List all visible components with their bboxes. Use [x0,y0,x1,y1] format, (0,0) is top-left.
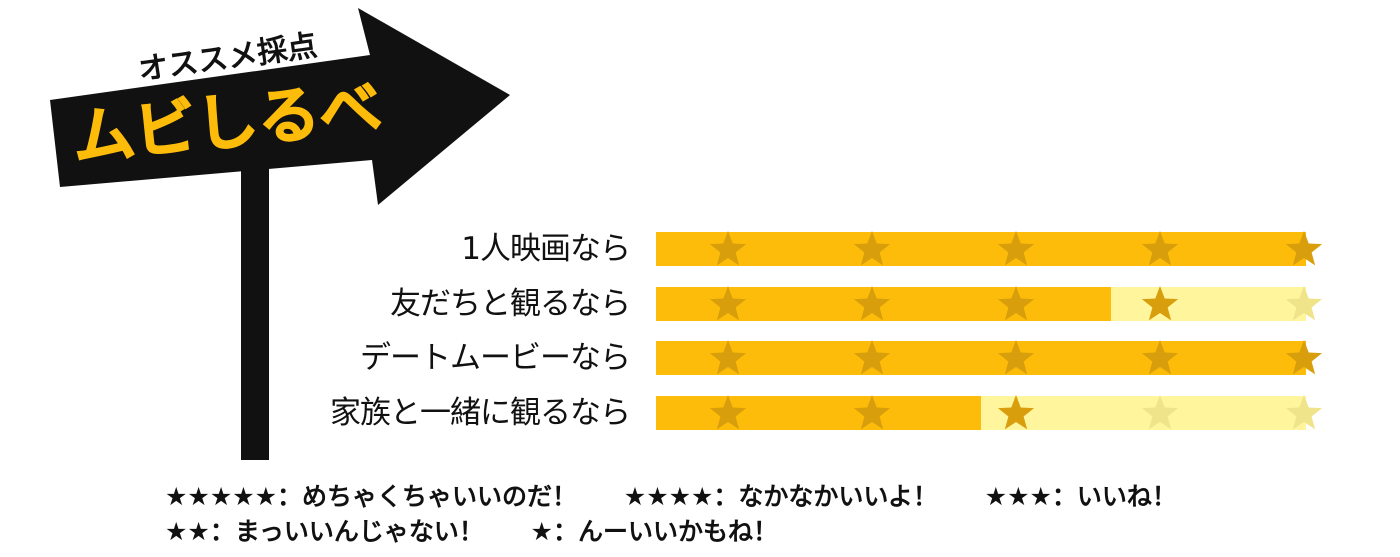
star-icon [1285,395,1323,430]
legend-item-five-stars: ★★★★★：めちゃくちゃいいのだ！ [165,482,578,511]
legend-item-two-stars: ★★：まっいいんじゃない！ [165,517,484,546]
rating-bar [656,395,1323,430]
rating-label: 1人映画なら [461,231,631,267]
rating-fill [656,232,1306,266]
legend-line: ★★★★★：めちゃくちゃいいのだ！ ★★★★：なかなかいいよ！ ★★★：いいね！ [165,479,1365,514]
rating-row: デートムービーなら [0,338,1400,378]
legend-line: ★★：まっいいんじゃない！ ★：んーいいかもね！ [165,514,1365,549]
arrow-sign-icon [50,8,510,205]
star-icon [1285,231,1323,266]
star-icon [997,340,1035,375]
rating-row: 1人映画なら [0,229,1400,269]
rating-label: デートムービーなら [360,340,631,376]
star-icon [997,231,1035,266]
legend-item-four-stars: ★★★★：なかなかいいよ！ [623,482,938,511]
star-icon [709,231,747,266]
legend-item-three-stars: ★★★：いいね！ [984,482,1177,511]
rating-bar [656,231,1323,266]
signpost-pole [241,160,269,460]
star-icon [1141,231,1179,266]
star-icon [853,340,891,375]
star-icon [709,340,747,375]
star-icon [709,395,747,430]
rating-legend: ★★★★★：めちゃくちゃいいのだ！ ★★★★：なかなかいいよ！ ★★★：いいね！… [165,479,1365,549]
rating-label: 家族と一緒に観るなら [330,395,631,431]
star-icon [997,395,1035,430]
rating-fill [656,396,981,430]
rating-label: 友だちと観るなら [390,286,631,322]
legend-item-one-star: ★：んーいいかもね！ [530,517,778,546]
star-icon [997,286,1035,321]
rating-row: 家族と一緒に観るなら [0,393,1400,433]
star-icon [853,395,891,430]
rating-fill [656,341,1306,375]
star-icon [1285,340,1323,375]
star-icon [853,286,891,321]
rating-row: 友だちと観るなら [0,284,1400,324]
star-icon [1141,340,1179,375]
star-icon [1141,286,1179,321]
rating-bar [656,340,1323,375]
star-icon [1285,286,1323,321]
signpost-logo: オススメ採点 ムビしるべ [50,8,510,460]
star-icon [1141,395,1179,430]
star-icon [853,231,891,266]
rating-bar [656,286,1323,321]
star-icon [709,286,747,321]
